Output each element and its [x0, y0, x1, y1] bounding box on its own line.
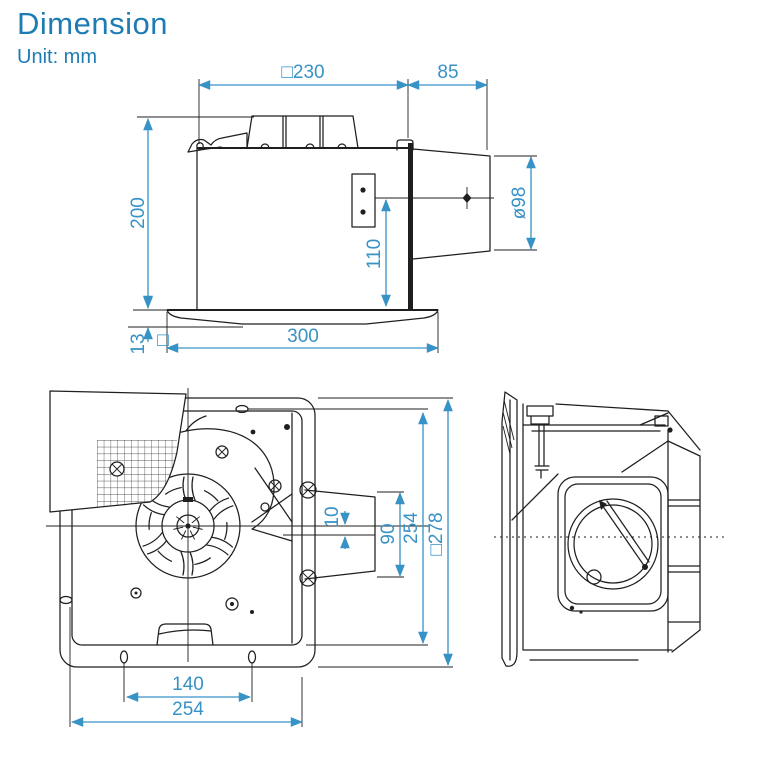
rivet: [667, 427, 673, 433]
plate-screw: [569, 605, 575, 611]
damper-spring: [586, 569, 602, 585]
panel-outline: [59, 397, 316, 668]
damper-arrow: [599, 500, 607, 510]
scroll-housing: [145, 415, 293, 542]
dim-label-duct-center: 110: [364, 239, 385, 269]
latch-roller: [196, 142, 204, 150]
screw-hole-center: [134, 591, 138, 595]
balance-clip: [183, 497, 193, 502]
fan-wheel: [135, 473, 241, 579]
dim-label-body-height: 254: [401, 512, 422, 544]
dim-label-mounting-pitch: 140: [172, 674, 204, 695]
dim-label-duct-width: 90: [378, 523, 399, 544]
dim-label-panel-thickness: 13: [128, 333, 149, 354]
outlet-plate: [557, 476, 669, 612]
body-roof: [555, 403, 701, 473]
hub-star: [173, 511, 203, 540]
duct-opening-outer: [567, 498, 659, 590]
junction-box-hole: [360, 187, 366, 193]
duct-stub: [304, 489, 376, 580]
junction-box-hole: [360, 209, 366, 215]
panel-bevel: [166, 309, 439, 325]
rivet: [284, 424, 290, 430]
bracket-feet: [260, 143, 347, 149]
end-view-drawing: [494, 391, 726, 667]
mounting-slot: [59, 595, 73, 605]
screw-hole: [130, 587, 142, 599]
small-hole: [260, 502, 270, 512]
intake-mesh: [97, 440, 177, 508]
page-header: Dimension Unit: mm: [17, 6, 168, 69]
extension-lines: [128, 79, 537, 353]
body-clip: [396, 139, 414, 151]
bottom-view-drawing: 10 90 254 □278 140 254: [46, 388, 453, 727]
dim-label-duct-offset: 10: [322, 506, 343, 527]
mounting-bracket: [246, 115, 359, 149]
unit-label: Unit: mm: [17, 46, 97, 68]
body-outline: [71, 410, 303, 646]
dim-label-panel-width: 300: [287, 326, 319, 347]
screw-cross: [109, 461, 125, 477]
pin-hole: [250, 610, 254, 614]
outlet-plate-inner: [564, 483, 662, 605]
damper-pivot: [642, 564, 648, 570]
filter-latch: [156, 623, 214, 646]
latch-detail: [187, 132, 248, 153]
strut-screw: [268, 479, 282, 493]
junction-box: [351, 173, 376, 228]
corner-bracket: [654, 415, 669, 427]
duct-collar: [667, 429, 701, 653]
mounting-slot: [247, 650, 257, 664]
hanger-bracket: [526, 405, 554, 479]
mounting-slot: [119, 650, 129, 664]
flange-screw: [299, 481, 317, 499]
panel-body-slant: [511, 473, 559, 521]
dim-label-body-width: 254: [172, 699, 204, 720]
duct-opening-inner: [573, 504, 653, 584]
page-title: Dimension: [17, 6, 168, 41]
dim-label-duct-diameter: ø98: [509, 187, 530, 220]
duct-outline: [412, 148, 491, 260]
screw-hole: [225, 597, 239, 611]
flange-screw: [299, 569, 317, 587]
panel-edge: [501, 391, 518, 667]
center-mark: [462, 193, 472, 203]
screw-hole-center: [230, 602, 234, 606]
dim-label-duct-length: 85: [437, 62, 458, 83]
extension-lines: [69, 397, 453, 727]
dim-label-body-width: □230: [281, 62, 324, 83]
rivet: [250, 429, 256, 435]
damper-blade: [601, 500, 650, 568]
body-outline: [522, 403, 673, 661]
panel-hatch: [502, 399, 515, 455]
dim-label-body-height: 200: [128, 197, 149, 229]
plate-screw: [579, 610, 583, 614]
dim-label-square-prefix: □: [157, 330, 169, 351]
scroll-screw: [215, 445, 229, 459]
dim-label-panel-square: □278: [426, 512, 447, 555]
side-view-drawing: □230 85 200 110 ø98 13 □ 300: [128, 62, 537, 355]
